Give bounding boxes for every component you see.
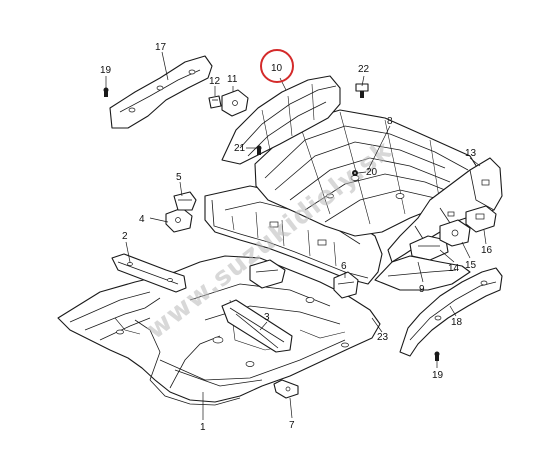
callout-7: 7: [289, 420, 295, 431]
callout-16: 16: [481, 245, 493, 256]
callout-18: 18: [451, 317, 463, 328]
rear-bracket-16: [465, 205, 497, 233]
callout-3: 3: [264, 312, 270, 323]
bolt-19-top: [103, 87, 109, 97]
callout-19-top: 19: [100, 65, 112, 76]
callout-labels: 1 2 3 4 5 6 7 8 9 10 11 12 13 14 15 16 1…: [100, 42, 493, 433]
leader-lines: [105, 51, 487, 420]
side-sill-member: [374, 255, 471, 291]
callout-21: 21: [234, 143, 246, 154]
callout-14: 14: [448, 263, 460, 274]
callout-2: 2: [122, 231, 128, 242]
callout-8: 8: [387, 116, 393, 127]
callout-19-bottom: 19: [432, 370, 444, 381]
riser-bracket-6: [333, 271, 359, 299]
front-bracket-7: [273, 379, 299, 399]
bolt-21: [256, 145, 262, 155]
callout-1: 1: [200, 422, 206, 433]
callout-6: 6: [341, 261, 347, 272]
front-cross-member-2: [111, 253, 187, 293]
callout-17: 17: [155, 42, 167, 53]
callout-5: 5: [176, 172, 182, 183]
seat-cross-member-3: [221, 299, 293, 353]
callout-12: 12: [209, 76, 221, 87]
callout-20: 20: [366, 167, 378, 178]
bracket-4: [165, 207, 193, 233]
wheel-arch-brace: [399, 267, 503, 357]
callout-13: 13: [465, 148, 477, 159]
callout-4: 4: [139, 214, 145, 225]
clip-12: [208, 95, 222, 109]
nut-20: [352, 170, 358, 176]
callout-9: 9: [419, 284, 425, 295]
callout-23: 23: [377, 332, 389, 343]
seat-brackets-center: [249, 259, 286, 289]
bracket-11: [221, 89, 249, 117]
callout-10: 10: [271, 63, 283, 74]
rear-bracket-15: [439, 219, 471, 247]
bolt-22: [355, 83, 369, 98]
callout-15: 15: [465, 260, 477, 271]
callout-11: 11: [227, 74, 238, 85]
highlight-circle: [260, 49, 294, 83]
callout-22: 22: [358, 64, 370, 75]
bracket-5: [173, 191, 197, 211]
front-bracket-17: [109, 55, 213, 129]
